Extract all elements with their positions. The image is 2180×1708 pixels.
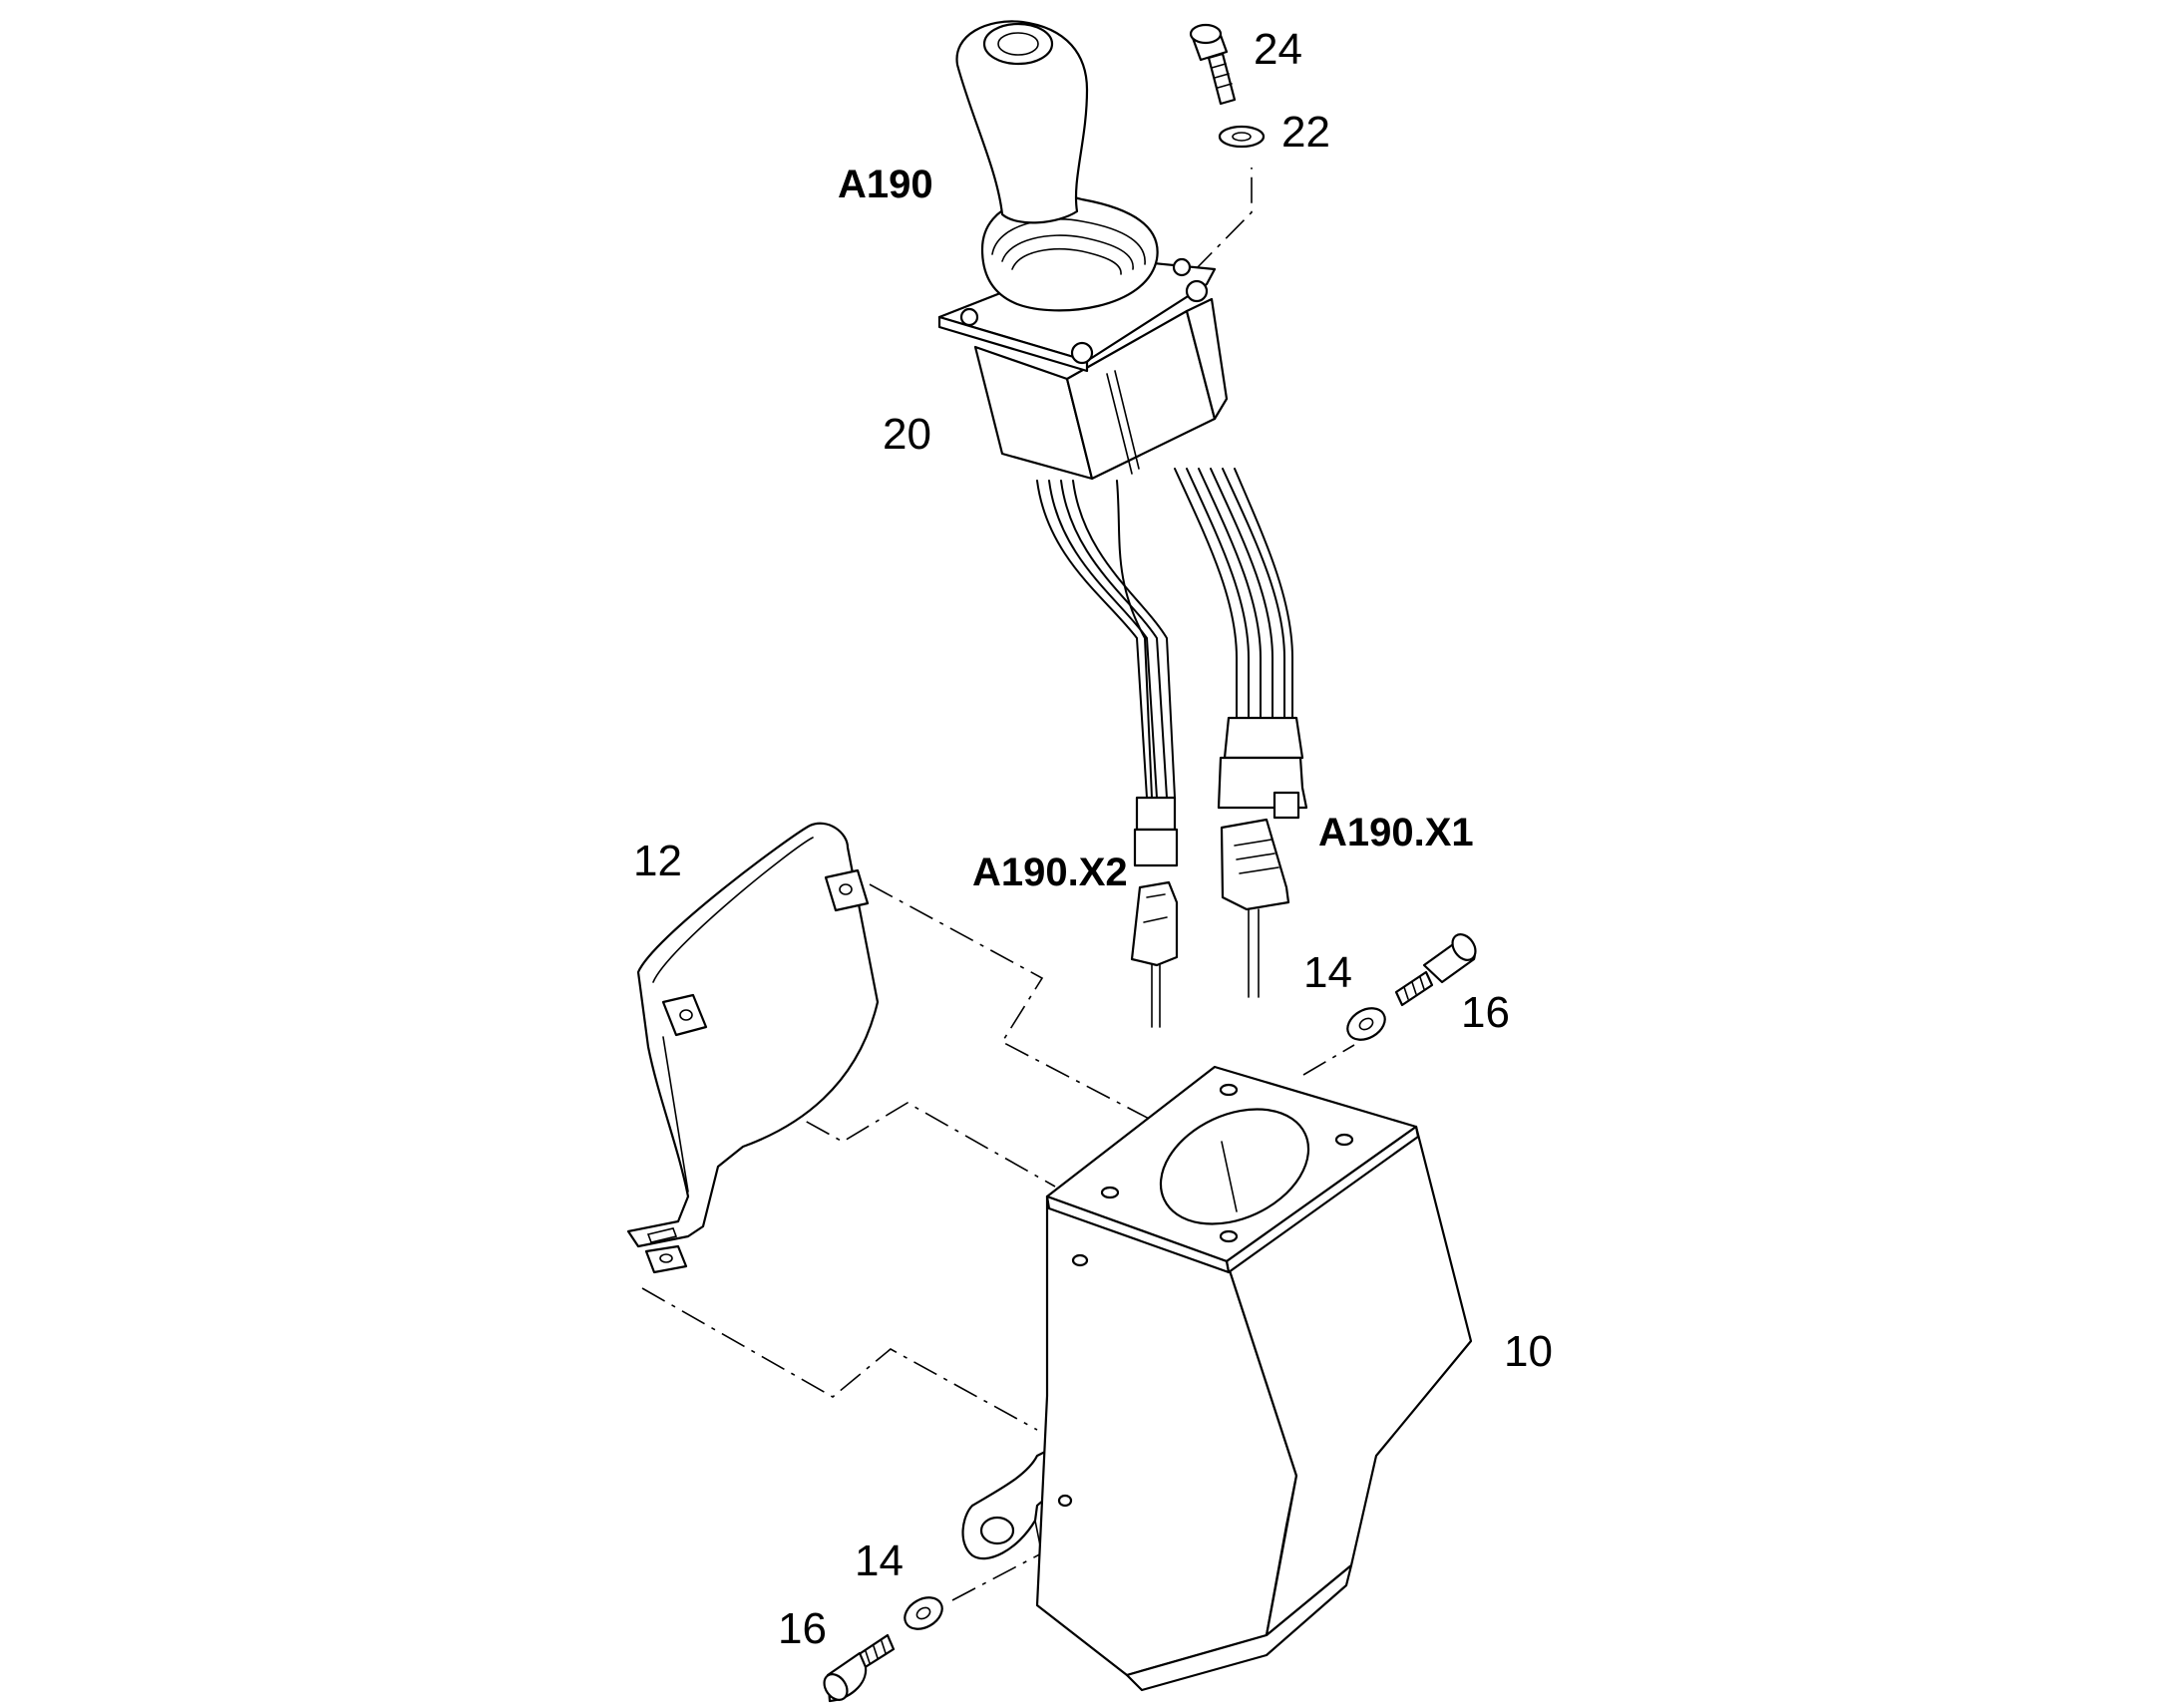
mating-connector-x1 [1220,818,1290,998]
label-item-22: 22 [1281,108,1330,157]
joystick-grip [955,20,1089,224]
washer-14-lower [904,1596,943,1630]
harness-plug-x1 [1217,716,1308,820]
label-item-16-lower: 16 [778,1604,827,1653]
wiring-harness [1036,468,1293,799]
label-item-14-lower: 14 [855,1537,904,1585]
label-item-10: 10 [1504,1327,1553,1376]
joystick-housing [973,297,1229,481]
washer-14-upper [1346,1007,1386,1041]
label-item-16-upper: 16 [1461,988,1510,1037]
label-item-24: 24 [1254,25,1302,74]
label-connector-a190-x1: A190.X1 [1318,811,1474,854]
washer-22 [1218,125,1266,149]
rubber-boot [980,194,1159,312]
bracket-12 [626,822,880,1274]
label-item-20: 20 [883,410,931,459]
harness-plug-x2 [1133,796,1179,867]
housing-10 [961,1065,1473,1692]
mating-connector-x2 [1130,880,1179,1028]
label-assembly-a190: A190 [838,163,933,206]
label-item-12: 12 [633,837,682,885]
screw-16-lower [823,1633,896,1703]
label-connector-a190-x2: A190.X2 [972,851,1128,894]
screw-24 [1189,23,1237,106]
screw-16-upper [1394,933,1477,1007]
joystick-assembly [937,20,1308,867]
label-item-14-upper: 14 [1303,948,1352,997]
